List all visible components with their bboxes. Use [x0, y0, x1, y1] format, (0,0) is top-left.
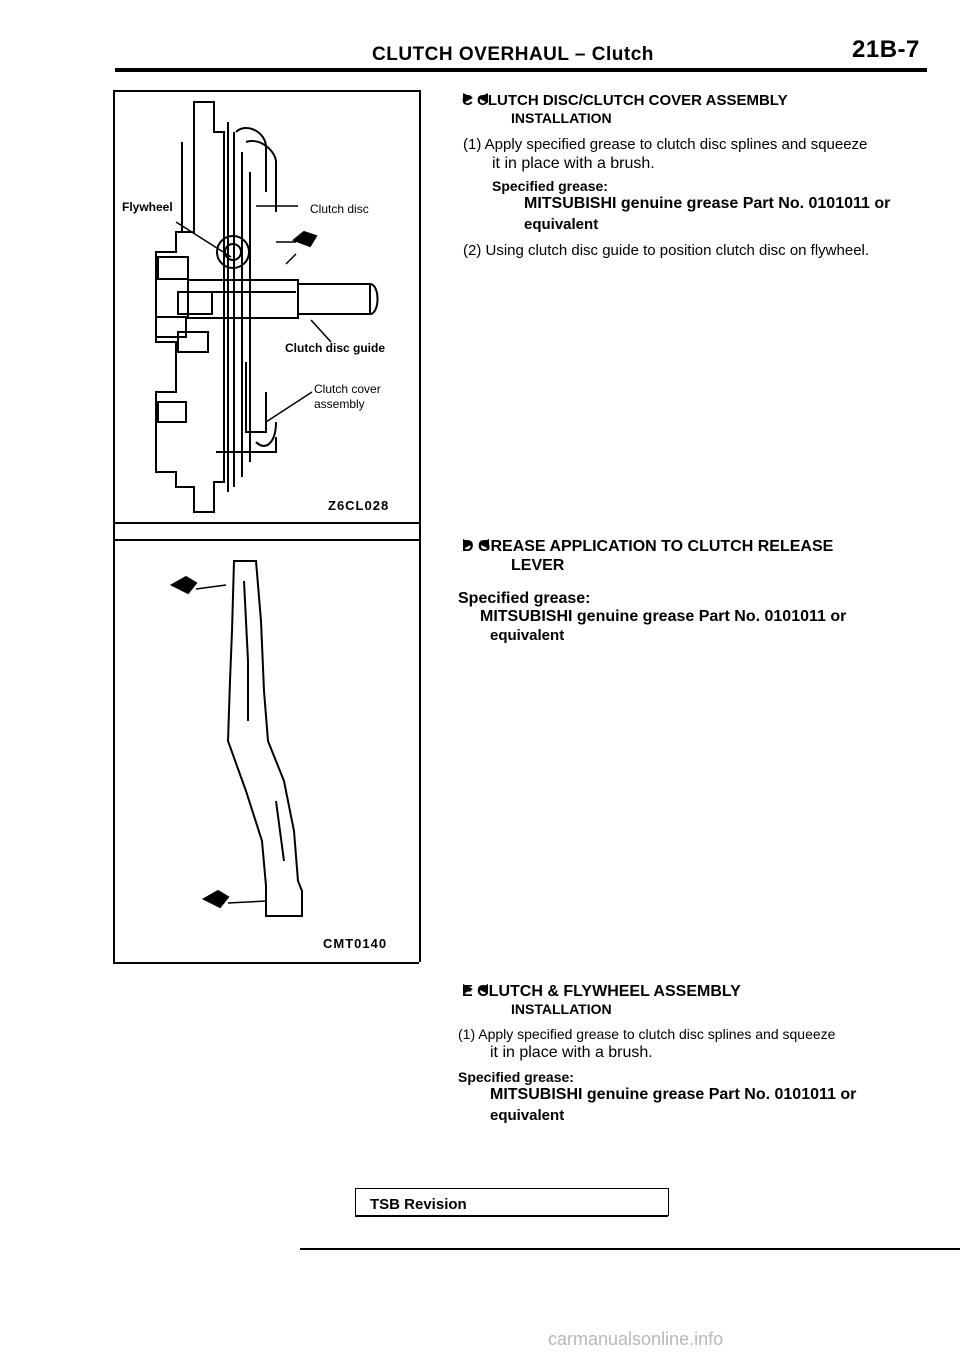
section-e-spec-label: Specified grease:	[458, 1069, 574, 1085]
figure-divider	[113, 522, 419, 524]
footer-rule	[300, 1248, 960, 1250]
section-c-title: CLUTCH DISC/CLUTCH COVER ASSEMBLY	[477, 92, 788, 109]
section-e-step-1-cont: it in place with a brush.	[490, 1044, 653, 1061]
section-c-heading: C CLUTCH DISC/CLUTCH COVER ASSEMBLY	[462, 92, 788, 110]
section-c-spec-2: equivalent	[524, 216, 599, 233]
section-e-spec-2: equivalent	[490, 1107, 565, 1124]
figure-code-1: Z6CL028	[328, 498, 390, 513]
section-c-step-1-cont: it in place with a brush.	[492, 155, 655, 172]
section-e-heading: E CLUTCH & FLYWHEEL ASSEMBLY	[462, 983, 741, 1001]
section-d-spec-label: Specified grease:	[458, 590, 591, 607]
label-clutch-cover: Clutch cover	[314, 382, 381, 396]
arrow-right-icon	[463, 539, 473, 549]
page-header-title: CLUTCH OVERHAUL – Clutch	[372, 44, 654, 65]
section-c-title-2: INSTALLATION	[511, 110, 612, 126]
section-d-title-2: LEVER	[511, 557, 565, 574]
figure-code-2: CMT0140	[323, 936, 388, 951]
arrow-right-icon	[463, 984, 473, 994]
label-clutch-cover-2: assembly	[314, 397, 365, 411]
section-e-spec: MITSUBISHI genuine grease Part No. 01010…	[490, 1086, 857, 1103]
section-e-title: CLUTCH & FLYWHEEL ASSEMBLY	[477, 983, 741, 1000]
arrow-left-icon	[478, 539, 489, 549]
figure-divider-2	[113, 539, 419, 541]
section-e-title-2: INSTALLATION	[511, 1001, 612, 1017]
label-clutch-disc-guide: Clutch disc guide	[285, 341, 386, 355]
tsb-revision-box-bottom	[355, 1215, 668, 1217]
figure-frame-top	[113, 90, 419, 92]
label-clutch-disc: Clutch disc	[310, 202, 369, 216]
section-c-step-2: (2) Using clutch disc guide to position …	[463, 242, 870, 259]
page-number: 21B-7	[852, 36, 920, 63]
figure-frame-bottom	[113, 962, 419, 964]
tsb-revision-label: TSB Revision	[370, 1196, 467, 1213]
release-lever-illustration	[169, 560, 303, 917]
section-d-heading: D GREASE APPLICATION TO CLUTCH RELEASE	[462, 538, 833, 556]
section-d-spec: MITSUBISHI genuine grease Part No. 01010…	[480, 608, 847, 625]
clutch-assembly-illustration	[155, 101, 379, 513]
figure-frame	[113, 90, 421, 962]
site-watermark: carmanualsonline.info	[548, 1329, 724, 1349]
section-c-spec: MITSUBISHI genuine grease Part No. 01010…	[524, 195, 891, 212]
section-d-spec-2: equivalent	[490, 627, 565, 644]
arrow-left-icon	[477, 93, 488, 103]
tsb-revision-box	[355, 1188, 669, 1216]
arrow-left-icon	[477, 984, 488, 994]
arrow-right-icon	[463, 93, 473, 103]
section-e-step-1: (1) Apply specified grease to clutch dis…	[458, 1026, 836, 1042]
header-rule	[115, 68, 927, 72]
section-c-spec-label: Specified grease:	[492, 178, 608, 194]
section-c-step-1: (1) Apply specified grease to clutch dis…	[463, 136, 868, 153]
section-d-title: GREASE APPLICATION TO CLUTCH RELEASE	[478, 538, 834, 555]
label-flywheel: Flywheel	[122, 200, 173, 214]
